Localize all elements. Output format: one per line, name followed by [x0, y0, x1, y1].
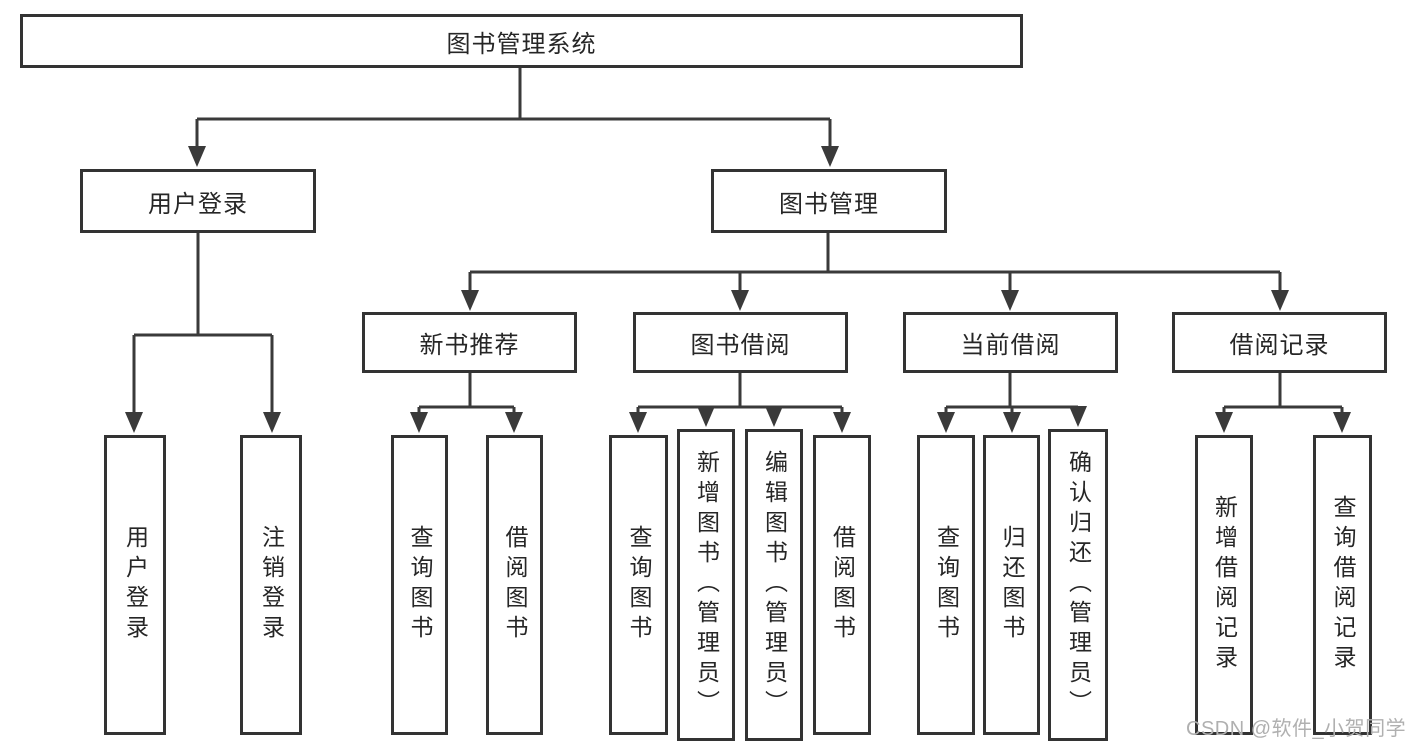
leaf-borrow-borrow-book-label: 借阅图书 — [829, 525, 856, 645]
leaf-user-login-label: 用户登录 — [122, 525, 149, 645]
leaf-return-book: 归还图书 — [983, 435, 1040, 735]
leaf-add-book-admin-label: 新增图书（管理员） — [693, 450, 720, 720]
leaf-user-login: 用户登录 — [104, 435, 166, 735]
leaf-return-book-label: 归还图书 — [999, 525, 1025, 645]
leaf-current-query-book: 查询图书 — [917, 435, 975, 735]
leaf-recommend-borrow-book-label: 借阅图书 — [502, 525, 528, 645]
leaf-current-query-book-label: 查询图书 — [933, 525, 960, 645]
leaf-recommend-query-book-label: 查询图书 — [407, 525, 433, 645]
node-borrow-records-label: 借阅记录 — [1229, 332, 1330, 359]
node-new-book-recommend-label: 新书推荐 — [419, 332, 520, 359]
leaf-logout: 注销登录 — [240, 435, 302, 735]
leaf-borrow-borrow-book: 借阅图书 — [813, 435, 871, 735]
node-book-management: 图书管理 — [711, 169, 947, 233]
leaf-query-borrow-record: 查询借阅记录 — [1313, 435, 1372, 735]
leaf-logout-label: 注销登录 — [258, 525, 285, 645]
node-current-borrow-label: 当前借阅 — [960, 332, 1061, 359]
leaf-borrow-query-book-label: 查询图书 — [626, 525, 652, 645]
node-borrow-records: 借阅记录 — [1172, 312, 1387, 373]
leaf-recommend-query-book: 查询图书 — [391, 435, 448, 735]
node-book-management-label: 图书管理 — [779, 190, 879, 218]
leaf-add-borrow-record-label: 新增借阅记录 — [1211, 495, 1238, 675]
leaf-add-borrow-record: 新增借阅记录 — [1195, 435, 1253, 735]
node-root-label: 图书管理系统 — [446, 30, 597, 58]
node-user-login: 用户登录 — [80, 169, 316, 233]
leaf-edit-book-admin-label: 编辑图书（管理员） — [761, 450, 788, 720]
node-root: 图书管理系统 — [20, 14, 1023, 68]
node-new-book-recommend: 新书推荐 — [362, 312, 577, 373]
leaf-borrow-query-book: 查询图书 — [609, 435, 668, 735]
leaf-query-borrow-record-label: 查询借阅记录 — [1330, 495, 1356, 675]
leaf-confirm-return-admin: 确认归还（管理员） — [1048, 429, 1108, 741]
leaf-confirm-return-admin-label: 确认归还（管理员） — [1065, 450, 1092, 720]
leaf-add-book-admin: 新增图书（管理员） — [677, 429, 735, 741]
node-current-borrow: 当前借阅 — [903, 312, 1118, 373]
node-book-borrow: 图书借阅 — [633, 312, 848, 373]
leaf-edit-book-admin: 编辑图书（管理员） — [745, 429, 803, 741]
node-user-login-label: 用户登录 — [148, 190, 248, 218]
csdn-watermark: CSDN @软件_小贺同学 — [1186, 718, 1405, 740]
node-book-borrow-label: 图书借阅 — [690, 332, 791, 359]
leaf-recommend-borrow-book: 借阅图书 — [486, 435, 543, 735]
